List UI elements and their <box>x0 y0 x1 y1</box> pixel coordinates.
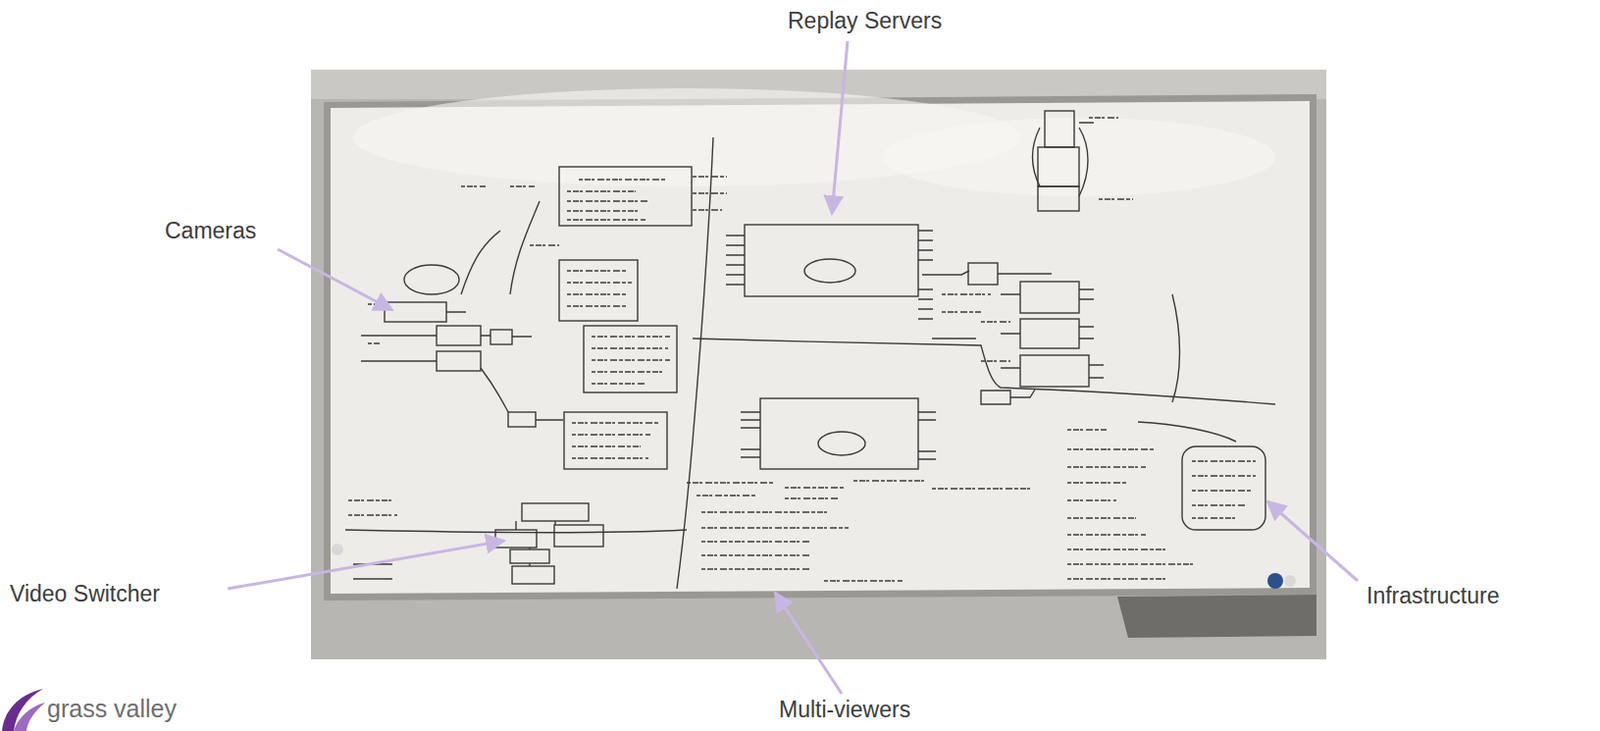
magnet <box>1267 572 1284 589</box>
callout-label: Cameras <box>164 217 257 245</box>
callout-label: Multi-viewers <box>778 696 911 723</box>
photo-ground <box>310 69 1327 660</box>
leader-line <box>1267 501 1358 581</box>
leader-line <box>831 41 848 214</box>
handwritten-rows <box>348 117 1256 581</box>
callout-label: Replay Servers <box>787 7 942 35</box>
logo-mark <box>1 688 46 731</box>
marker-tray <box>1117 594 1317 638</box>
logo-text: grass valley <box>47 694 177 723</box>
leader-line <box>277 249 393 310</box>
leader-line <box>227 540 505 589</box>
callout-label: Infrastructure <box>1366 582 1500 610</box>
callout-label: Video Switcher <box>9 580 160 608</box>
leader-line <box>774 592 842 694</box>
handwriting <box>345 110 1276 589</box>
